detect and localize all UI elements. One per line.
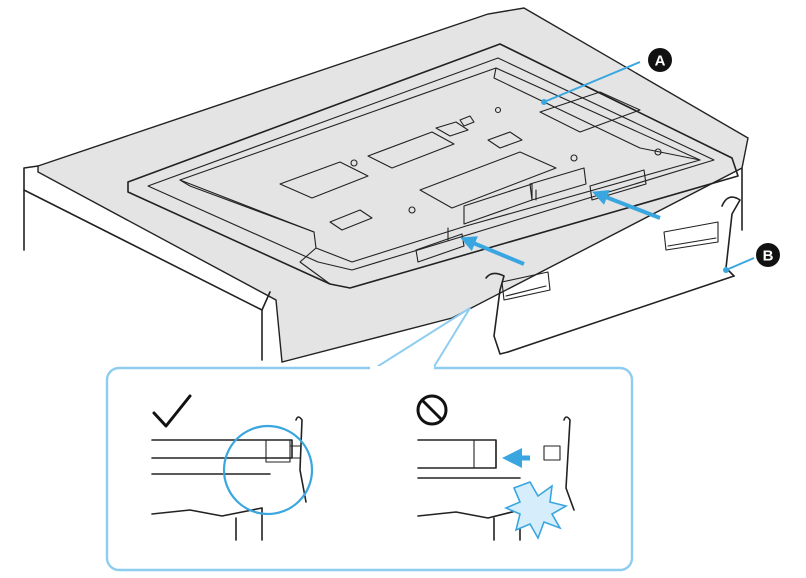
callout-a: A bbox=[541, 48, 672, 105]
tv-rear-panel bbox=[127, 43, 739, 289]
callout-b-badge bbox=[756, 243, 780, 267]
detail-panel bbox=[105, 307, 634, 572]
table-edge bbox=[23, 165, 271, 311]
insert-arrow-right bbox=[592, 190, 661, 220]
collision-burst-icon bbox=[503, 481, 569, 540]
protective-cloth bbox=[37, 7, 749, 363]
callout-b: B bbox=[723, 243, 780, 273]
checkmark-icon bbox=[152, 394, 192, 428]
stand-leg bbox=[663, 196, 741, 277]
detail-pointer bbox=[371, 307, 471, 371]
prohibited-icon bbox=[416, 394, 448, 426]
detail-correct bbox=[151, 394, 314, 541]
callout-a-badge bbox=[648, 48, 672, 72]
callout-a-label: A bbox=[655, 53, 666, 70]
table bbox=[23, 7, 749, 363]
table-front-face bbox=[23, 189, 263, 361]
detail-zoom-circle bbox=[222, 424, 314, 516]
stand-leg-left bbox=[485, 271, 735, 355]
insert-arrow-left bbox=[460, 236, 525, 266]
callout-b-label: B bbox=[763, 248, 774, 265]
detail-incorrect bbox=[416, 394, 575, 541]
